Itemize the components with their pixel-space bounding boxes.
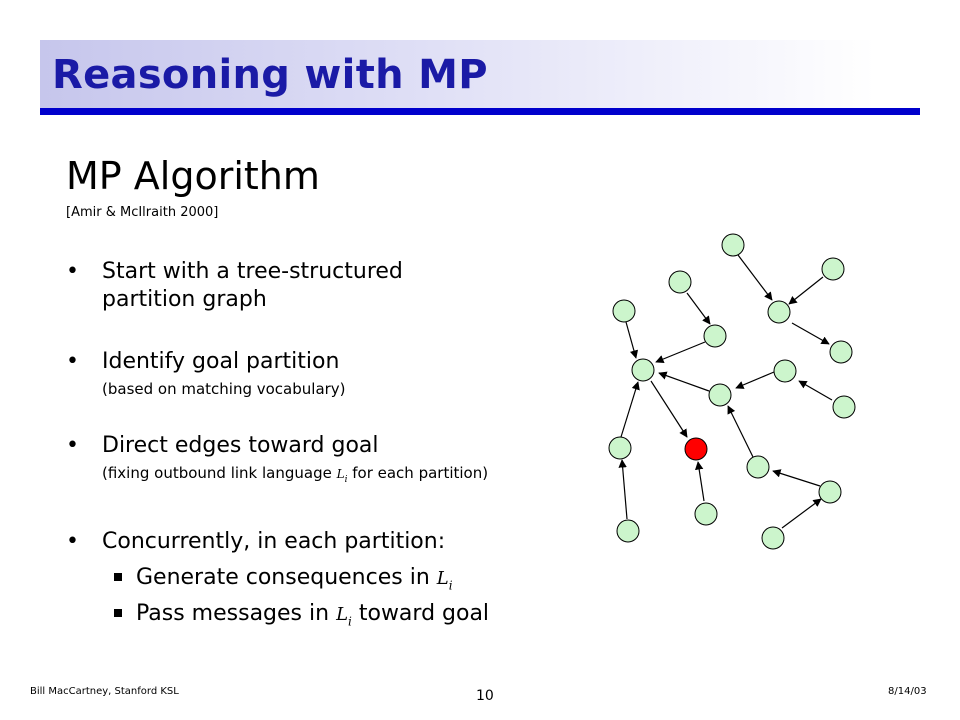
link-language-subscript: i: [344, 475, 348, 485]
sub-bullet-2: Pass messages in Li toward goal: [114, 600, 544, 635]
graph-nodes: [608, 233, 856, 550]
graph-node: [694, 502, 718, 526]
graph-edge: [650, 380, 688, 438]
graph-node: [761, 526, 785, 550]
sub-bullet-1-text: Generate consequences in: [136, 565, 437, 590]
footer-page-number: 10: [476, 688, 494, 704]
bullet-3-note-before: (fixing outbound link language: [102, 464, 337, 482]
graph-edge: [791, 322, 830, 345]
bullet-dot: •: [66, 349, 79, 374]
graph-edge: [788, 276, 824, 305]
bullet-3-note-after: for each partition): [347, 464, 489, 482]
bullet-4-text: Concurrently, in each partition:: [102, 529, 446, 554]
square-bullet-icon: [114, 572, 122, 581]
bullet-4: • Concurrently, in each partition:: [66, 528, 536, 556]
graph-node: [616, 519, 640, 543]
graph-edge: [694, 461, 705, 502]
graph-node: [821, 257, 845, 281]
sub-bullet-2-after: toward goal: [351, 601, 490, 626]
graph-node: [631, 358, 655, 382]
bullet-2-text: Identify goal partition: [102, 349, 340, 374]
graph-edge: [781, 498, 822, 529]
graph-node: [612, 299, 636, 323]
sub-bullet-1-symbol: L: [436, 568, 449, 589]
slide-title: Reasoning with MP: [52, 52, 488, 98]
bullet-2: • Identify goal partition (based on matc…: [66, 348, 536, 400]
graph-edge: [625, 321, 639, 359]
citation: [Amir & McIlraith 2000]: [66, 205, 219, 220]
graph-node: [721, 233, 745, 257]
graph-edge: [618, 459, 628, 520]
bullet-1-text: Start with a tree-structured partition g…: [102, 259, 403, 312]
bullet-1: • Start with a tree-structured partition…: [66, 258, 536, 314]
link-language-symbol: L: [336, 467, 345, 481]
graph-node: [818, 480, 842, 504]
graph-node: [608, 436, 632, 460]
title-rule: [40, 108, 920, 115]
bullet-2-note: (based on matching vocabulary): [102, 380, 346, 398]
bullet-3-note: (fixing outbound link language Li for ea…: [102, 462, 536, 491]
graph-edges: [618, 254, 833, 529]
graph-edge: [658, 371, 710, 392]
bullet-dot: •: [66, 259, 79, 284]
sub-bullet-1: Generate consequences in Li: [114, 564, 544, 599]
graph-edge: [655, 341, 706, 364]
bullet-dot: •: [66, 433, 79, 458]
bullet-dot: •: [66, 529, 79, 554]
partition-graph: [608, 233, 856, 550]
footer-date: 8/14/03: [888, 686, 927, 697]
graph-edge: [620, 381, 640, 438]
graph-node: [668, 270, 692, 294]
footer-author: Bill MacCartney, Stanford KSL: [30, 686, 179, 697]
graph-edge: [735, 371, 775, 389]
bullet-3: • Direct edges toward goal (fixing outbo…: [66, 432, 536, 491]
graph-node: [746, 455, 770, 479]
bullet-3-text: Direct edges toward goal: [102, 433, 379, 458]
graph-edge: [737, 254, 773, 301]
graph-edge: [798, 380, 833, 401]
graph-node: [773, 359, 797, 383]
graph-node: [767, 300, 791, 324]
sub-bullet-1-subscript: i: [448, 578, 453, 593]
graph-node: [708, 383, 732, 407]
graph-edge: [686, 292, 711, 325]
square-bullet-icon: [114, 608, 122, 617]
sub-bullet-2-text: Pass messages in: [136, 601, 337, 626]
goal-node: [684, 437, 708, 461]
slide-subtitle: MP Algorithm: [66, 154, 320, 198]
sub-bullet-2-subscript: i: [348, 614, 352, 629]
graph-node: [832, 395, 856, 419]
title-band: [40, 40, 920, 110]
graph-edge: [772, 469, 821, 487]
graph-edge: [727, 405, 754, 458]
sub-bullet-2-symbol: L: [336, 604, 349, 625]
graph-node: [703, 324, 727, 348]
graph-node: [829, 340, 853, 364]
